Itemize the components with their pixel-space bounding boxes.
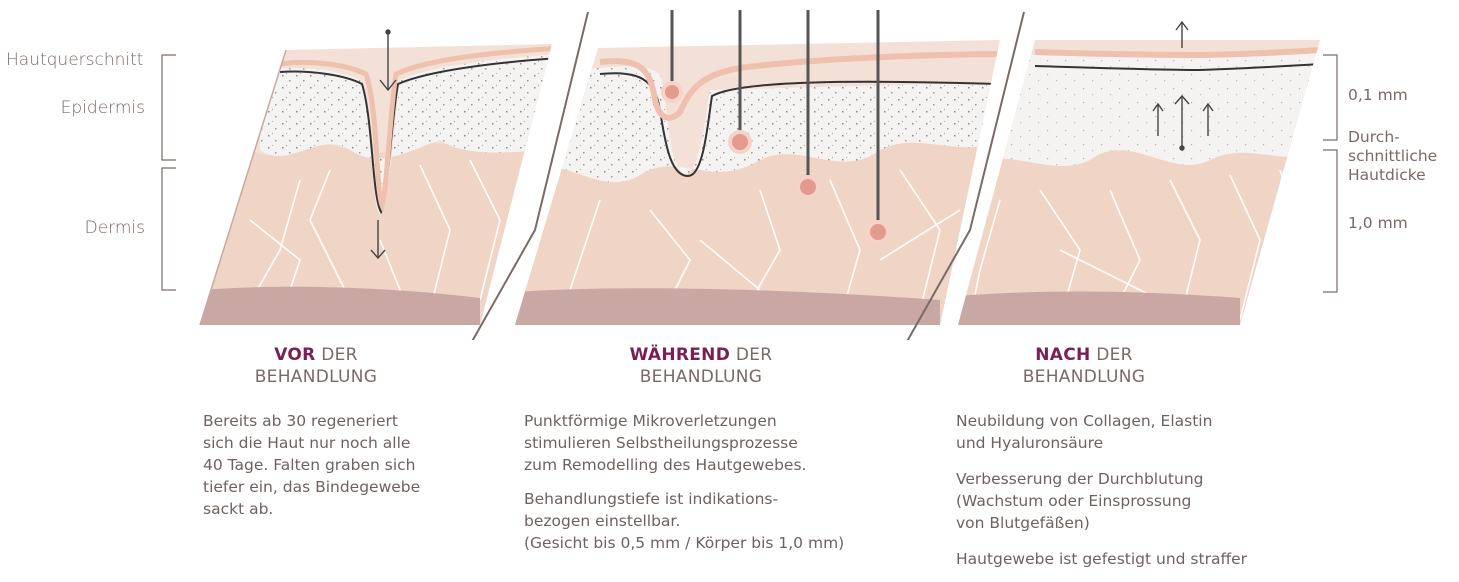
- panel-description-during: Punktförmige Mikroverletzungen stimulier…: [524, 410, 874, 566]
- panel-description-after: Neubildung von Collagen, Elastin und Hya…: [956, 410, 1296, 582]
- panel-before-illustration: [190, 40, 570, 340]
- description-paragraph: Behandlungstiefe ist indikations- bezoge…: [524, 488, 874, 554]
- description-paragraph: Hautgewebe ist gefestigt und straffer: [956, 548, 1296, 570]
- description-paragraph: Neubildung von Collagen, Elastin und Hya…: [956, 410, 1296, 454]
- panel-title-before: VOR DER BEHANDLUNG: [186, 344, 446, 388]
- left-bracket: [162, 55, 176, 290]
- panel-title-after: NACH DER BEHANDLUNG: [954, 344, 1214, 388]
- description-paragraph: Verbesserung der Durchblutung (Wachstum …: [956, 468, 1296, 534]
- description-paragraph: Bereits ab 30 regeneriert sich die Haut …: [203, 410, 473, 520]
- description-paragraph: Punktförmige Mikroverletzungen stimulier…: [524, 410, 874, 476]
- panel-title-during: WÄHREND DER BEHANDLUNG: [571, 344, 831, 388]
- panel-description-before: Bereits ab 30 regeneriert sich die Haut …: [203, 410, 473, 532]
- skin-cross-section-illustration: [0, 0, 1459, 340]
- right-bracket: [1323, 55, 1337, 292]
